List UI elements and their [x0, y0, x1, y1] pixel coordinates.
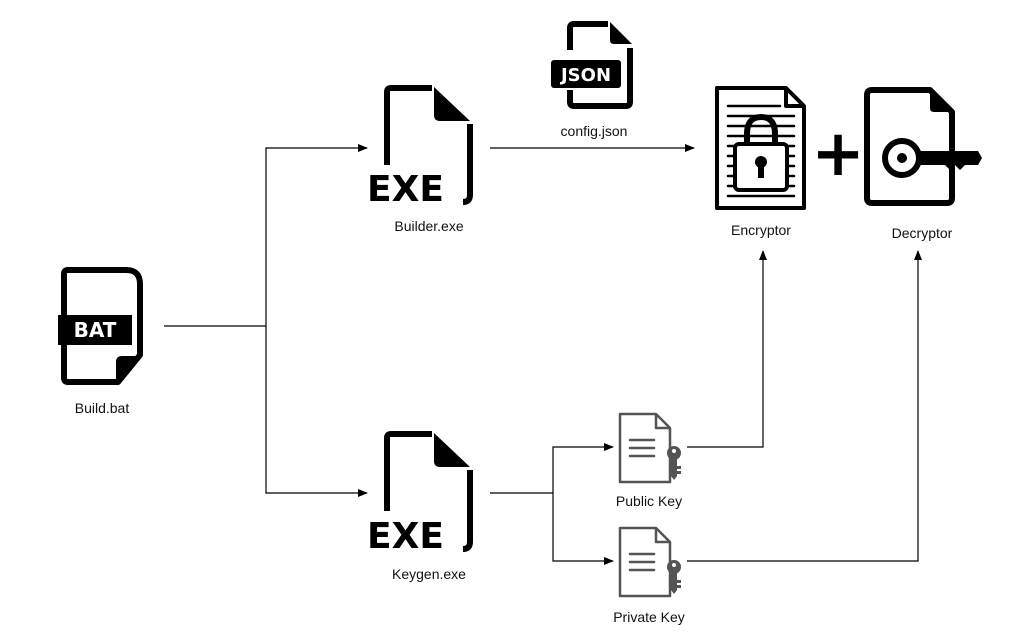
- locked-document-icon: [715, 86, 806, 210]
- exe-badge: EXE: [367, 516, 444, 557]
- node-build-bat: BAT Build.bat: [58, 267, 143, 416]
- node-config-json: JSON config.json: [551, 21, 633, 139]
- edge-private-key-to-decryptor: [687, 250, 922, 562]
- node-public-key: Public Key: [616, 412, 682, 509]
- node-keygen-exe: EXE Keygen.exe: [367, 431, 473, 582]
- node-encryptor: Encryptor: [715, 86, 806, 238]
- key-file-icon: [618, 412, 681, 484]
- decryptor-label: Decryptor: [892, 225, 953, 241]
- config-json-label: config.json: [561, 123, 628, 139]
- private-key-label: Private Key: [613, 609, 685, 625]
- public-key-label: Public Key: [616, 493, 682, 509]
- bat-file-icon: BAT: [58, 267, 143, 385]
- exe-badge: EXE: [367, 169, 444, 210]
- edge-build-trunk: [164, 144, 368, 327]
- keygen-exe-label: Keygen.exe: [392, 566, 466, 582]
- edge-keygen-to-public-key: [552, 443, 614, 493]
- node-decryptor: Decryptor: [864, 87, 982, 241]
- node-builder-exe: EXE Builder.exe: [367, 85, 473, 234]
- node-private-key: Private Key: [613, 526, 685, 625]
- key-file-icon: [618, 526, 681, 598]
- bat-badge: BAT: [74, 318, 117, 342]
- plus-symbol: +: [811, 117, 865, 191]
- exe-file-icon: EXE: [367, 431, 473, 557]
- key-document-icon: [864, 87, 982, 206]
- build-bat-label: Build.bat: [75, 400, 130, 416]
- builder-exe-label: Builder.exe: [394, 218, 463, 234]
- edge-keygen-to-private-key: [552, 493, 614, 565]
- encryptor-label: Encryptor: [731, 222, 791, 238]
- exe-file-icon: EXE: [367, 85, 473, 210]
- edge-public-key-to-encryptor: [687, 250, 767, 448]
- connectors: [164, 144, 922, 565]
- json-file-icon: JSON: [551, 21, 633, 109]
- json-badge: JSON: [559, 65, 611, 86]
- edge-build-to-keygen: [265, 326, 368, 497]
